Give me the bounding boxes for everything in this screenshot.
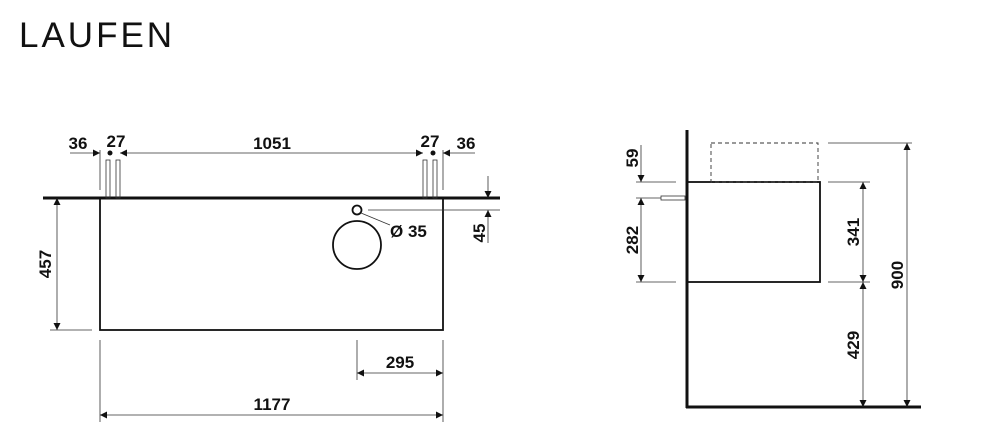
dim-drain-offset-top: 45: [470, 224, 489, 243]
dim-cabinet-height: 341: [844, 218, 863, 246]
wall-anchor: [660, 195, 686, 201]
cabinet-side: [686, 181, 821, 283]
dim-left-anchor: 27: [107, 132, 126, 151]
front-view: 36 27 1051 27 36 Ø 35 45 457 295 1177: [36, 132, 500, 422]
dim-top-offset: 59: [623, 149, 642, 168]
dim-anchor-height: 282: [623, 226, 642, 254]
laufen-logo: LAUFEN: [19, 16, 176, 55]
side-view: 59 282 341 429 900: [623, 130, 921, 409]
drain-hole: [351, 204, 363, 216]
dim-drain-from-right: 295: [386, 353, 414, 372]
dim-width: 1177: [254, 395, 291, 414]
dim-anchor-spacing: 1051: [253, 134, 291, 153]
basin-outline: [710, 142, 819, 183]
cabinet-front: [99, 197, 444, 331]
wall-anchors: [105, 159, 438, 199]
dim-floor-clearance: 429: [844, 331, 863, 359]
dim-right-anchor: 27: [421, 132, 440, 151]
dim-drain-diameter: Ø 35: [390, 222, 427, 241]
drain-hole-enlarged: [332, 220, 382, 270]
dim-left-offset: 36: [69, 134, 88, 153]
dim-total-height: 900: [888, 261, 907, 289]
dim-right-offset: 36: [457, 134, 476, 153]
dim-height: 457: [36, 250, 55, 278]
